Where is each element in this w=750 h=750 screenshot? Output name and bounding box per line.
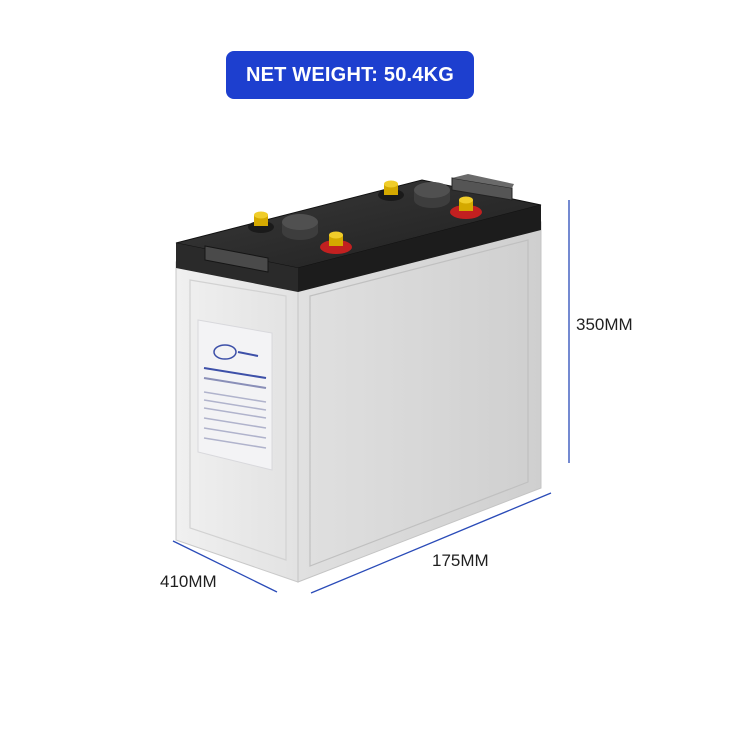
- terminal-positive-front: [320, 231, 352, 254]
- width-dimension-label: 175MM: [432, 551, 489, 570]
- depth-dimension-line: [172, 540, 278, 593]
- front-panel-inset: [189, 279, 287, 561]
- lid-vent-block-top: [452, 174, 514, 188]
- terminal-negative-rear: [378, 180, 404, 201]
- depth-dimension-label: 410MM: [160, 572, 217, 591]
- net-weight-text: NET WEIGHT: 50.4KG: [245, 63, 455, 86]
- width-dimension-line: [310, 492, 552, 594]
- lid-vent-block: [451, 177, 513, 201]
- lid-handle-notch: [204, 245, 269, 273]
- terminal-negative-front: [248, 211, 274, 233]
- battery-lid-side-rim: [298, 205, 541, 292]
- brand-logo-icon: [213, 344, 237, 360]
- terminal-positive-rear: [450, 196, 482, 219]
- side-panel-inset: [309, 239, 529, 567]
- net-weight-badge: NET WEIGHT: 50.4KG: [226, 51, 474, 99]
- product-label: [197, 319, 273, 471]
- height-dimension-label: 350MM: [576, 315, 633, 334]
- vent-cap-front: [282, 214, 318, 240]
- vent-cap-rear: [414, 182, 450, 208]
